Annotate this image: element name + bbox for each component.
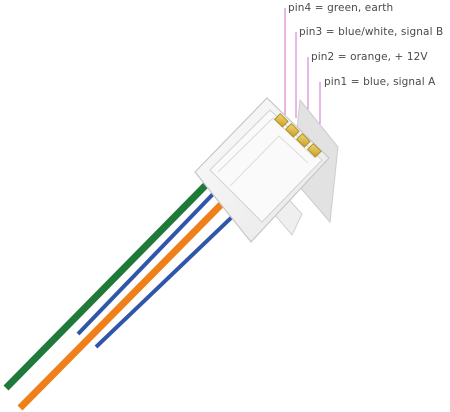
pin-contacts — [274, 113, 322, 158]
leader-lines — [284, 8, 321, 124]
contact-pin2 — [296, 133, 311, 148]
pin4-label: pin4 = green, earth — [288, 2, 394, 14]
connector-ridge — [229, 135, 309, 187]
rj-connector — [194, 97, 339, 243]
contact-pin4 — [274, 113, 289, 128]
contact-pin1 — [307, 143, 322, 158]
pin3-label: pin3 = blue/white, signal B — [299, 26, 444, 38]
connector-ridge — [217, 117, 316, 173]
contact-pin3 — [285, 123, 300, 138]
pin2-label: pin2 = orange, + 12V — [311, 51, 428, 63]
pin1-label: pin1 = blue, signal A — [324, 76, 436, 88]
